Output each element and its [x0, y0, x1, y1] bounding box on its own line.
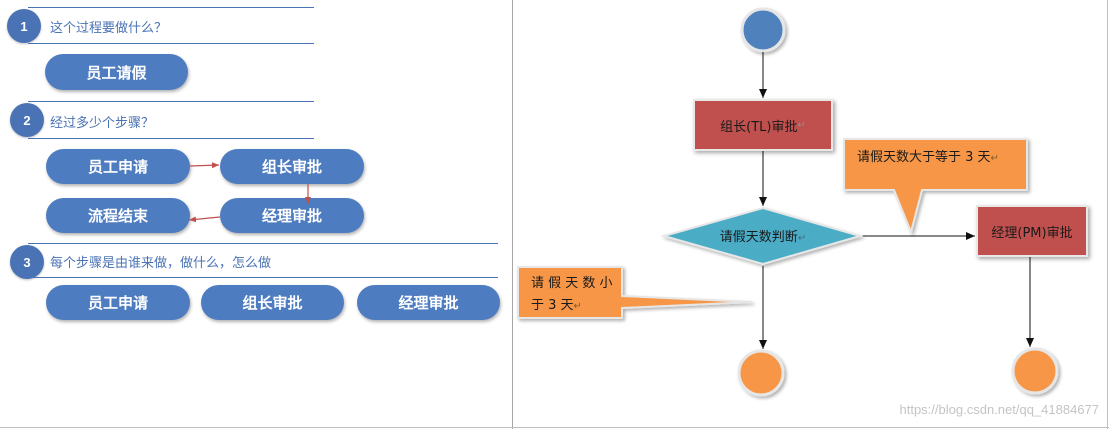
question-1-text: 这个过程要做什么？ [50, 21, 168, 36]
role-employee-pill: 员工申请 [46, 285, 190, 320]
frame-edge [1107, 0, 1108, 429]
project-manager-approval-node: 经理(PM)审批 [976, 205, 1088, 257]
manager-approve-pill: 经理审批 [220, 198, 364, 233]
question-line-top [28, 243, 498, 244]
decision-label-wrap: 请假天数判断↵ [700, 226, 826, 245]
team-leader-approval-node: 组长(TL)审批↵ [693, 99, 833, 151]
arrow-apply-to-leader [189, 162, 220, 169]
step-number-3: 3 [10, 245, 44, 279]
panel-divider [512, 0, 513, 429]
step-number-2: 2 [10, 103, 44, 137]
flow-end-pill: 流程结束 [46, 198, 190, 233]
start-node [740, 7, 786, 53]
watermark-text: https://blog.csdn.net/qq_41884677 [899, 402, 1100, 417]
decision-label: 请假天数判断 [719, 230, 798, 245]
question-line-bottom [28, 43, 314, 44]
role-manager-pill: 经理审批 [357, 285, 500, 320]
return-mark: ↵ [573, 301, 582, 312]
step-number-1: 1 [7, 9, 41, 43]
return-mark: ↵ [990, 153, 999, 164]
callout-ge-3-days-label: 请假天数大于等于 3 天 [857, 150, 991, 165]
question-line-bottom [28, 138, 314, 139]
end-node-left [737, 349, 785, 397]
callout-ge-3-days [843, 138, 1028, 236]
callout-lt-3-days-text: 请 假 天 数 小 于 3 天↵ [531, 273, 613, 318]
callout-lt-3-days-line1: 请 假 天 数 小 [531, 276, 613, 291]
question-line-top [28, 101, 314, 102]
end-node-right [1011, 347, 1059, 395]
question-3-text: 每个步骤是由谁来做，做什么，怎么做 [50, 256, 272, 271]
arrow-manager-to-end [188, 216, 221, 223]
question-line-bottom [28, 277, 498, 278]
project-manager-approval-label: 经理(PM)审批 [991, 225, 1073, 241]
decision-diamond [660, 206, 864, 266]
question-2-text: 经过多少个步骤？ [50, 116, 155, 131]
frame-edge [0, 427, 1109, 428]
return-mark: ↵ [797, 119, 806, 131]
question-line-top [28, 7, 314, 8]
leader-approve-pill: 组长审批 [220, 149, 364, 184]
role-leader-pill: 组长审批 [201, 285, 344, 320]
team-leader-approval-label: 组长(TL)审批 [720, 119, 798, 135]
callout-lt-3-days-line2: 于 3 天 [531, 298, 574, 313]
callout-lt-3-days-line2-wrap: 于 3 天↵ [531, 295, 613, 318]
leave-request-pill: 员工请假 [45, 54, 188, 90]
employee-apply-pill: 员工申请 [46, 149, 190, 184]
return-mark: ↵ [797, 233, 807, 244]
callout-ge-3-days-text: 请假天数大于等于 3 天↵ [857, 146, 999, 165]
callout-lt-3-days [517, 266, 753, 319]
